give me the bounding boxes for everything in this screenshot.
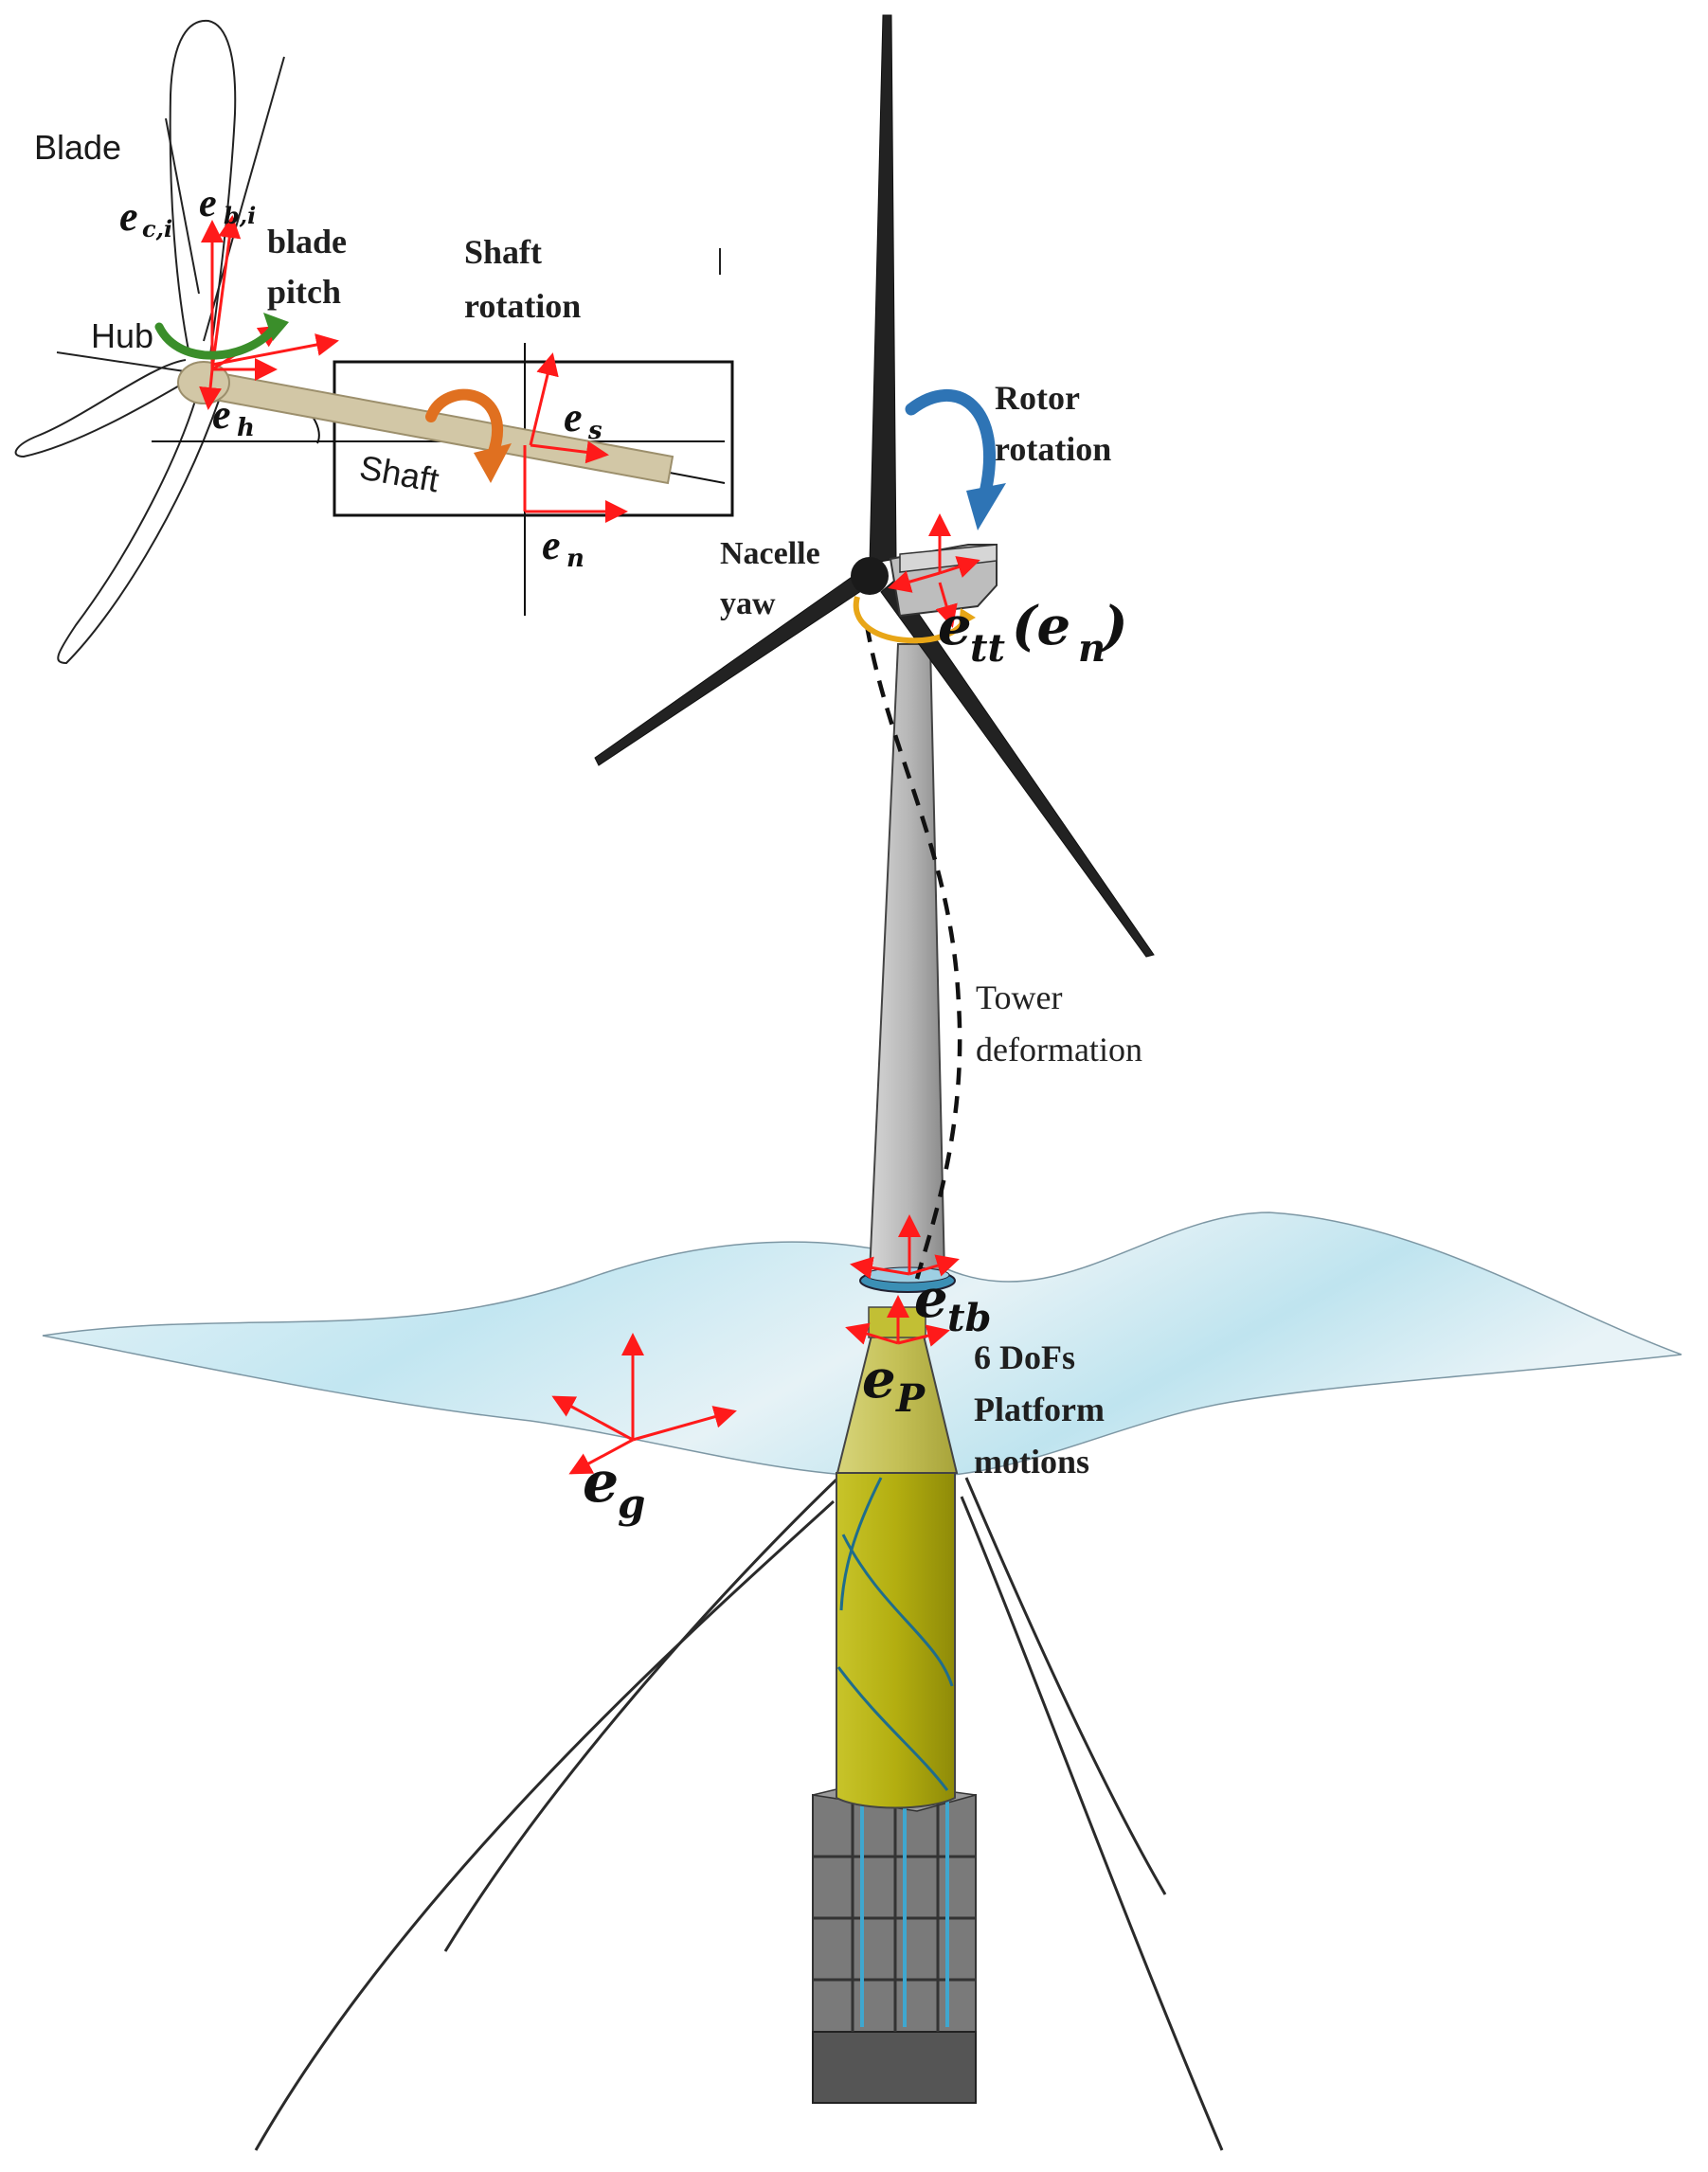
nacelle-yaw-label-2: yaw	[720, 586, 776, 621]
platform-motions-label-2: Platform	[974, 1391, 1105, 1428]
shaft-rotation-arrow-icon	[425, 388, 512, 483]
svg-text:e: e	[938, 595, 972, 657]
rotor-rotation-label-1: Rotor	[995, 379, 1080, 417]
global-axes-icon	[551, 1333, 737, 1475]
blade-pitch-label-1: blade	[267, 223, 347, 260]
platform-motions-label-1: 6 DoFs	[974, 1338, 1075, 1376]
spar-hull	[836, 1306, 959, 1809]
e-p-label: e P	[862, 1348, 926, 1421]
svg-text:e: e	[862, 1348, 896, 1410]
e-h-label: e h	[212, 391, 255, 442]
tower-deformation-curve	[864, 624, 962, 1280]
nacelle-axes-icon	[888, 513, 980, 628]
tower-deformation-label-1: Tower	[976, 978, 1062, 1016]
e-bi-label: e b,i	[199, 182, 256, 229]
svg-text:e: e	[212, 391, 231, 438]
svg-text:s: s	[587, 417, 602, 445]
e-ci-label: e c,i	[119, 193, 172, 242]
svg-text:(e: (e	[1012, 595, 1070, 657]
svg-text:c,i: c,i	[142, 215, 172, 242]
e-g-label: e g	[583, 1449, 645, 1527]
mooring-lines	[254, 1476, 1224, 2151]
tower-deformation-label-2: deformation	[976, 1031, 1142, 1068]
tower-base-axes-icon	[850, 1214, 960, 1280]
platform-motions-label-3: motions	[974, 1443, 1089, 1481]
shaft-rotation-label-1: Shaft	[464, 233, 542, 271]
nacelle-yaw-label-1: Nacelle	[720, 536, 820, 571]
svg-text:n: n	[566, 545, 584, 573]
platform-axes-icon	[845, 1295, 950, 1347]
svg-text:P: P	[895, 1376, 926, 1421]
svg-text:n: n	[1078, 626, 1106, 671]
rotor-rotation-arrow-icon	[905, 388, 1006, 530]
shaft-rotation-label-2: rotation	[464, 287, 581, 325]
blade-label: Blade	[34, 128, 121, 167]
svg-text:tt: tt	[970, 626, 1005, 671]
e-tt-label: e tt (e n )	[938, 595, 1128, 671]
svg-text:e: e	[583, 1449, 619, 1516]
rotor-blades	[594, 14, 1155, 958]
nacelle-yaw-arrow-icon	[853, 596, 976, 644]
ballast-basket	[812, 1780, 977, 2104]
svg-text:b,i: b,i	[224, 202, 256, 229]
rotor-rotation-label-2: rotation	[995, 430, 1111, 468]
svg-text:e: e	[119, 193, 138, 240]
blade-pitch-arrow-icon	[154, 313, 289, 360]
e-s-label: e s	[564, 394, 602, 445]
blade-pitch-label-2: pitch	[267, 273, 341, 311]
hub-detail-inset: Blade Hub Shaft blade pitch Shaft rotati…	[14, 19, 734, 665]
svg-text:tb: tb	[947, 1296, 991, 1340]
svg-text:e: e	[914, 1267, 948, 1330]
svg-text:h: h	[237, 414, 255, 442]
hub-label: Hub	[91, 316, 153, 355]
e-n-label: e n	[542, 522, 584, 573]
shaft-label: Shaft	[357, 448, 442, 500]
e-tb-label: e tb	[914, 1267, 991, 1340]
svg-text:): )	[1100, 595, 1128, 657]
svg-text:e: e	[542, 522, 561, 568]
svg-text:e: e	[564, 394, 583, 440]
svg-text:g: g	[618, 1481, 645, 1527]
svg-text:e: e	[199, 182, 217, 225]
